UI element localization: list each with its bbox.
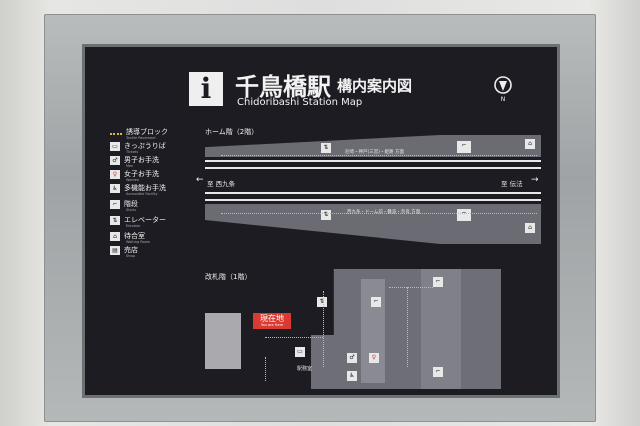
direction-left: 至 西九条 (207, 180, 236, 188)
tactile-path-concourse-3 (389, 287, 433, 288)
elevator-icon-upper: ⇅ (321, 143, 331, 153)
north-compass-icon: N (494, 76, 512, 103)
station-map-board: i 千鳥橋駅 構内案内図 Chidoribashi Station Map N … (82, 44, 560, 398)
track-upper-2 (205, 167, 541, 169)
accessible-toilet-icon-concourse: ♿ (347, 371, 357, 381)
concourse-main-hall (311, 269, 501, 389)
accessible-toilet-icon: ♿ (110, 183, 120, 193)
stairs-icon-lower: ⌐ (457, 209, 471, 221)
elevator-icon-concourse: ⇅ (317, 297, 327, 307)
elevator-icon-lower: ⇅ (321, 210, 331, 220)
stairs-icon-east-top: ⌐ (433, 277, 443, 287)
womens-toilet-icon: ♀ (110, 169, 120, 179)
tactile-path-lower (221, 213, 537, 214)
track-upper (205, 160, 541, 162)
stairs-icon-east-bottom: ⌐ (433, 367, 443, 377)
track-lower (205, 192, 541, 194)
map-title-ja: 構内案内図 (337, 77, 413, 95)
mens-toilet-icon-concourse: ♂ (347, 353, 357, 363)
station-name-ja: 千鳥橋駅 (235, 73, 331, 101)
svg-text:N: N (501, 96, 506, 103)
waiting-room-icon-upper: ⌂ (525, 139, 535, 149)
tactile-path-concourse-2 (323, 291, 324, 367)
stairs-icon: ⌐ (110, 199, 120, 209)
lower-platform-destination: 西九条・ドーム前・難波・奈良 方面 (347, 210, 421, 215)
arrow-left: ← (196, 175, 204, 185)
stairs-icon-concourse: ⌐ (371, 297, 381, 307)
concourse-outer-building (205, 313, 241, 369)
platform-floor-label: ホーム階（2階） (205, 128, 259, 136)
tactile-path-concourse-1 (265, 337, 323, 338)
shop-icon: ▤ (110, 245, 120, 255)
tactile-path-upper (221, 155, 537, 156)
tactile-path-concourse-4 (407, 287, 408, 367)
ticket-machine-icon: ▭ (295, 347, 305, 357)
stair-hall (361, 279, 385, 383)
ticket-icon: ▭ (110, 141, 120, 151)
mens-toilet-icon: ♂ (110, 155, 120, 165)
elevator-icon: ⇅ (110, 215, 120, 225)
information-icon: i (189, 72, 223, 106)
stairs-icon-upper: ⌐ (457, 141, 471, 153)
concourse-floor-label: 改札階（1階） (205, 273, 252, 281)
tactile-paving-icon (110, 129, 122, 135)
waiting-room-icon: ⌂ (110, 231, 120, 241)
upper-platform-destination: 尼崎・神戸(三宮)・姫路 方面 (345, 150, 404, 155)
track-lower-2 (205, 199, 541, 201)
arrow-right: → (531, 175, 539, 185)
waiting-room-icon-lower: ⌂ (525, 223, 535, 233)
direction-right: 至 伝法 (501, 180, 523, 188)
you-are-here-marker: 現在地 You are Here (253, 313, 291, 329)
tactile-path-concourse-5 (265, 357, 266, 381)
womens-toilet-icon-concourse: ♀ (369, 353, 379, 363)
map-title-en: Chidoribashi Station Map (237, 97, 363, 108)
station-office-label: 駅務室 (297, 366, 313, 372)
